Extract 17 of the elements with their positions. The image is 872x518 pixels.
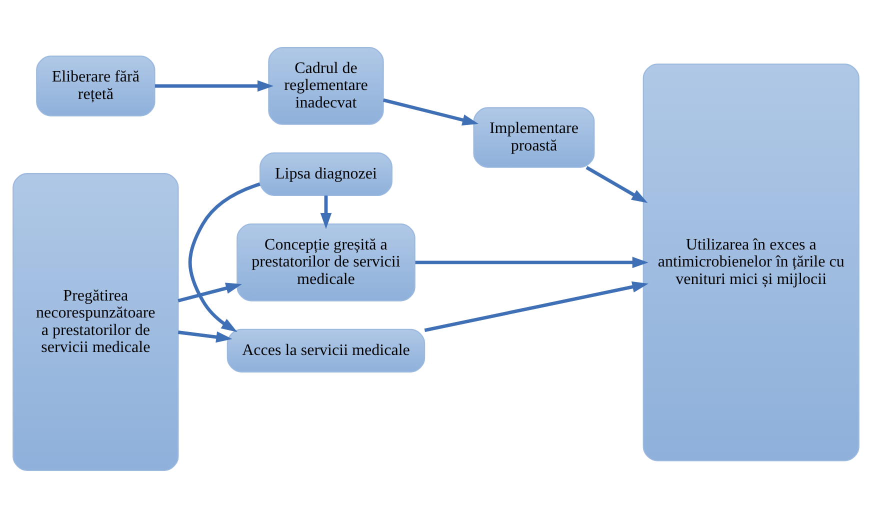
- arrow: [586, 166, 648, 203]
- arrow: [154, 80, 274, 92]
- arrow: [188, 182, 260, 332]
- node-box: Pregătirea necorespunzătoare a prestatorilor de servicii medicale: [12, 173, 179, 471]
- arrow: [178, 330, 232, 343]
- arrow: [415, 256, 648, 268]
- node-box: Implementare proastă: [473, 107, 595, 168]
- arrow: [382, 98, 479, 126]
- arrow: [424, 281, 648, 332]
- node-box: Concepție greșită a prestatorilor de servicii medicale: [236, 223, 416, 302]
- node-box: Eliberare fără rețetă: [36, 56, 156, 116]
- node-box: Utilizarea în exces a antimicrobienelor în țările cu venituri mici și mijlocii: [642, 64, 860, 462]
- node-box: Cadrul de reglementare inadecvat: [268, 47, 384, 125]
- arrow: [178, 282, 242, 302]
- node-box: Lipsa diagnozei: [260, 152, 392, 196]
- node-box: Acces la servicii medicale: [226, 328, 426, 372]
- arrow: [320, 196, 332, 230]
